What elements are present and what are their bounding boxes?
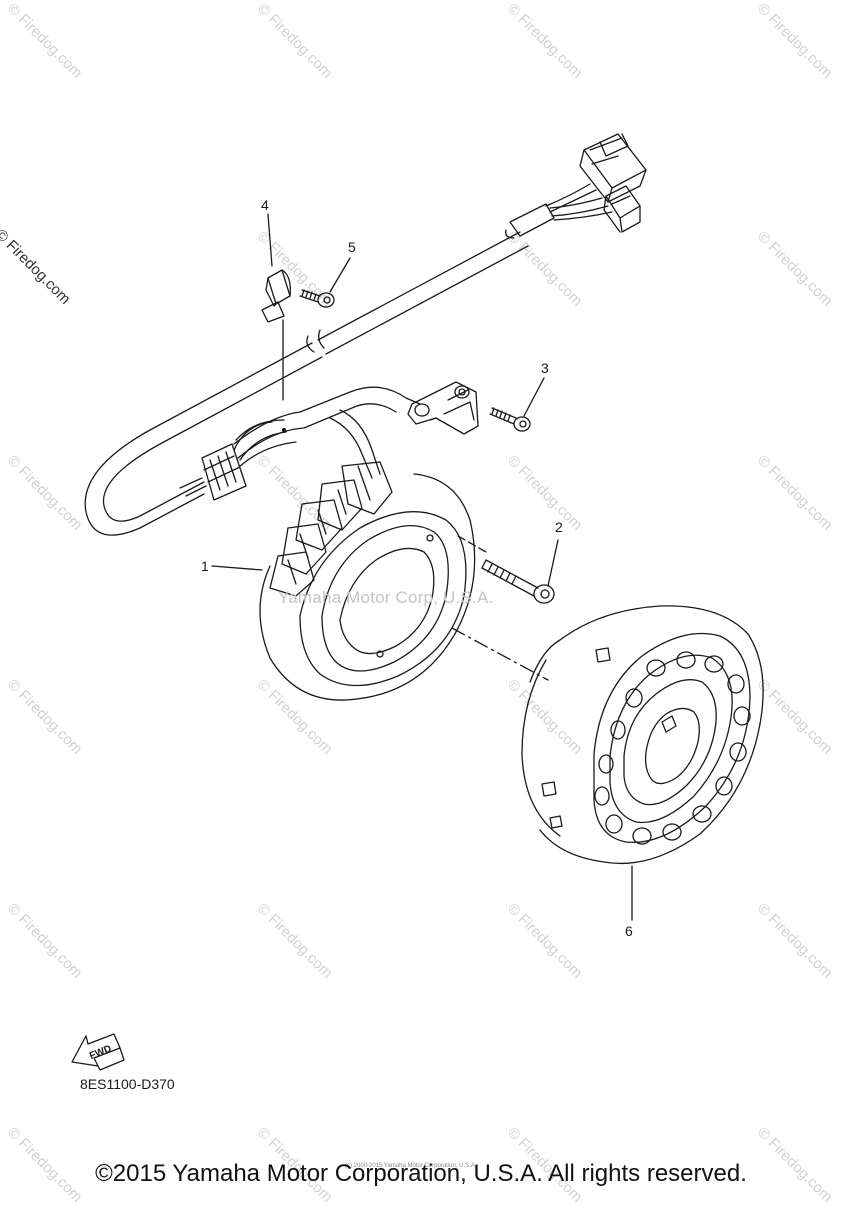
callout-5: 5	[348, 239, 356, 255]
callout-3: 3	[541, 360, 549, 376]
rotor	[521, 605, 764, 865]
bolt-line	[457, 535, 487, 553]
leader-lines	[211, 213, 633, 921]
fwd-arrow: FWD	[71, 1033, 125, 1071]
callout-6: 6	[625, 923, 633, 939]
wire-clamp	[261, 269, 291, 401]
bracket-bolt	[489, 407, 531, 432]
stator-lead	[233, 386, 421, 479]
callout-4: 4	[261, 197, 269, 213]
center-watermark: Yamaha Motor Corp, U.S.A.	[278, 588, 494, 607]
stator-bolt	[481, 559, 555, 604]
clamp-screw	[299, 289, 335, 308]
stator	[259, 461, 476, 701]
copyright-footer: ©2015 Yamaha Motor Corporation, U.S.A. A…	[95, 1160, 747, 1187]
pickup-bracket	[407, 381, 479, 435]
wire-grommet	[179, 443, 247, 501]
callout-2: 2	[555, 519, 563, 535]
callout-1: 1	[201, 558, 209, 574]
connector-upper	[579, 133, 647, 203]
center-line	[451, 627, 549, 681]
part-code: 8ES1100-D370	[80, 1076, 175, 1092]
connector-lower	[603, 185, 641, 233]
tiny-copyright: (c) 2000-2015 Yamaha Motor Corporation, …	[345, 1163, 477, 1169]
wire-harness	[84, 183, 613, 536]
